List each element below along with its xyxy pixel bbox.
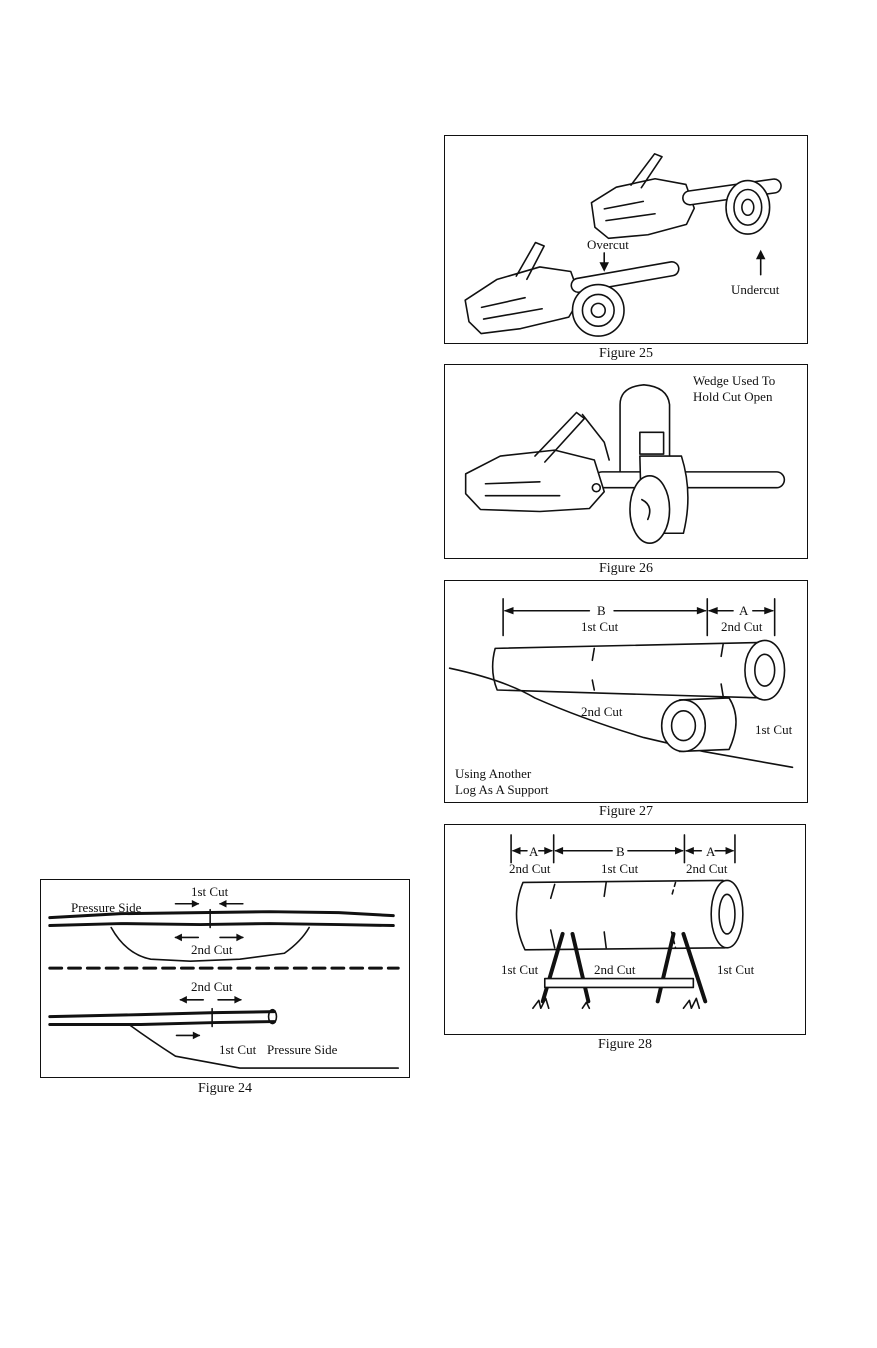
figure-25-caption: Figure 25: [444, 346, 808, 362]
figure-27-caption: Figure 27: [444, 804, 808, 820]
label-2nd-cut-top: 2nd Cut: [721, 619, 763, 634]
figure-28-illustration: A B A 2nd Cut 1st Cut 2nd Cut 1st Cut 2n…: [444, 824, 806, 1035]
label-dim-a: A: [739, 603, 748, 618]
figure-28-drawing: [445, 825, 805, 1034]
figure-24-illustration: 1st Cut Pressure Side 2nd Cut 2nd Cut 1s…: [40, 879, 410, 1078]
label-undercut: Undercut: [731, 282, 779, 297]
figure-26-caption: Figure 26: [444, 561, 808, 577]
label-1st-cut-top: 1st Cut: [191, 884, 228, 899]
label-dim-a-right: A: [706, 844, 715, 859]
label-dim-b: B: [597, 603, 606, 618]
label-dim-b: B: [616, 844, 625, 859]
label-2nd-cut-mid: 2nd Cut: [594, 962, 636, 977]
label-pressure-side-bottom: Pressure Side: [267, 1042, 337, 1057]
figure-25-illustration: Overcut Undercut: [444, 135, 808, 344]
figure-28-caption: Figure 28: [444, 1037, 806, 1053]
label-dim-a-left: A: [529, 844, 538, 859]
label-support-line1: Using Another: [455, 766, 531, 781]
label-support-line2: Log As A Support: [455, 782, 549, 797]
label-1st-cut-top: 1st Cut: [601, 861, 638, 876]
label-1st-cut-right: 1st Cut: [755, 722, 792, 737]
label-1st-cut-bottom: 1st Cut: [219, 1042, 256, 1057]
label-overcut: Overcut: [587, 237, 629, 252]
figure-24-caption: Figure 24: [40, 1081, 410, 1097]
label-1st-cut-left: 1st Cut: [501, 962, 538, 977]
figure-27-illustration: B A 1st Cut 2nd Cut 2nd Cut 1st Cut Usin…: [444, 580, 808, 803]
figure-26-illustration: Wedge Used To Hold Cut Open: [444, 364, 808, 559]
label-1st-cut-right: 1st Cut: [717, 962, 754, 977]
label-1st-cut-top: 1st Cut: [581, 619, 618, 634]
label-wedge-line1: Wedge Used To: [693, 373, 775, 388]
label-2nd-cut-top: 2nd Cut: [191, 942, 233, 957]
label-wedge-line2: Hold Cut Open: [693, 389, 772, 404]
label-2nd-cut-mid: 2nd Cut: [581, 704, 623, 719]
label-pressure-side-top: Pressure Side: [71, 900, 141, 915]
label-2nd-cut-right: 2nd Cut: [686, 861, 728, 876]
label-2nd-cut-bottom: 2nd Cut: [191, 979, 233, 994]
label-2nd-cut-left: 2nd Cut: [509, 861, 551, 876]
